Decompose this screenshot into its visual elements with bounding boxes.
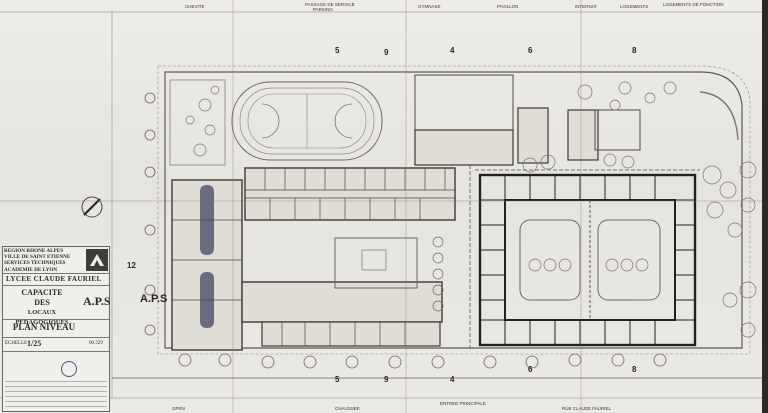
east-courtyard-building xyxy=(478,173,697,347)
grid-marker-bottom-0: 5 xyxy=(335,375,340,384)
grid-marker-top-4: 8 xyxy=(632,46,637,55)
bottom-label-3: RUE CLAUDE FAURIEL xyxy=(562,406,612,411)
bottom-label-2: ENTREE PRINCIPALE xyxy=(440,401,486,406)
title-line: LOCAUX PEDAGOGIQUES xyxy=(15,309,69,326)
central-courtyard xyxy=(334,237,418,289)
region-line: SERVICES TECHNIQUES xyxy=(4,260,66,267)
region-line: REGION RHONE ALPES xyxy=(4,248,64,254)
title-block-divider xyxy=(3,319,109,320)
grid-marker-bottom-2: 4 xyxy=(450,375,455,384)
main-classroom-wing xyxy=(244,167,456,221)
northeast-landscape xyxy=(577,81,677,111)
approval-stamp xyxy=(61,361,77,377)
top-label-1: PASSAGE DE SERVICE xyxy=(305,2,355,7)
grid-marker-top-3: 6 xyxy=(528,46,533,55)
south-wing xyxy=(241,281,443,347)
title-block-divider xyxy=(3,285,109,286)
region-line: VILLE DE SAINT ETIENNE xyxy=(4,254,71,261)
bottom-label-1: CHAUSSEE xyxy=(335,406,360,411)
west-wing xyxy=(171,179,243,351)
sheet-number: 00.329 xyxy=(89,341,103,346)
revision-notes xyxy=(5,377,107,409)
north-arrow xyxy=(81,196,103,218)
east-building-room-divisions xyxy=(480,175,695,345)
grid-marker-bottom-1: 9 xyxy=(384,375,389,384)
east-green-area xyxy=(699,91,757,338)
room-label: A.P.S xyxy=(140,293,167,305)
courtyard-trees xyxy=(522,153,649,272)
street-trees-west xyxy=(144,92,156,336)
sports-track xyxy=(231,81,383,161)
grid-marker-top-2: 4 xyxy=(450,46,455,55)
grid-marker-top-0: 5 xyxy=(335,46,340,55)
plan-level: PLAN NIVEAU xyxy=(12,322,76,332)
top-label-4: PAVILLON xyxy=(497,4,518,9)
fold-crease xyxy=(232,0,234,413)
street-trees-south xyxy=(178,353,667,369)
drawing-title: CAPACITE DES LOCAUX PEDAGOGIQUES xyxy=(5,288,79,328)
title-line: DES xyxy=(34,298,50,307)
top-label-3: GYMNASE xyxy=(418,4,441,9)
bottom-label-0: OPEN xyxy=(172,406,185,411)
title-block-divider xyxy=(3,337,109,338)
school-name: LYCEE CLAUDE FAURIEL xyxy=(6,275,102,283)
region-line: ACADEMIE DE LYON xyxy=(4,266,58,273)
top-label-7: LOGEMENTS DE FONCTION xyxy=(663,2,724,7)
scale-label: ECHELLE xyxy=(5,341,28,346)
project-phase: A.P.S xyxy=(83,294,111,308)
fold-crease xyxy=(405,0,407,413)
title-block-divider xyxy=(3,351,109,352)
grid-marker-top-1: 9 xyxy=(384,48,389,57)
title-line: CAPACITE xyxy=(21,288,63,297)
fold-crease xyxy=(580,0,582,413)
northeast-block xyxy=(414,74,641,166)
property-line xyxy=(157,65,751,355)
region-logo-icon xyxy=(86,249,108,271)
issuing-authority: REGION RHONE ALPES VILLE DE SAINT ETIENN… xyxy=(4,248,84,273)
grid-marker-bottom-4: 8 xyxy=(632,365,637,374)
classroom-partitions xyxy=(264,168,446,220)
wooded-area-northwest xyxy=(169,79,226,166)
courtyard-column-trees xyxy=(432,236,444,312)
grid-marker-left: 12 xyxy=(127,261,136,270)
title-block-divider xyxy=(3,273,109,274)
sheet-edge-shadow xyxy=(762,0,768,413)
top-label-6: LOGEMENTS xyxy=(620,4,648,9)
grid-marker-bottom-3: 6 xyxy=(528,365,533,374)
site-boundary xyxy=(164,71,743,349)
scale-value: 1/25 xyxy=(27,339,42,348)
title-block: REGION RHONE ALPES VILLE DE SAINT ETIENN… xyxy=(2,246,111,412)
fold-crease xyxy=(0,200,762,202)
top-label-5: INTERNAT xyxy=(575,4,597,9)
top-label-2: PARKING xyxy=(313,7,333,12)
top-label-0: CHEVITE xyxy=(185,4,205,9)
